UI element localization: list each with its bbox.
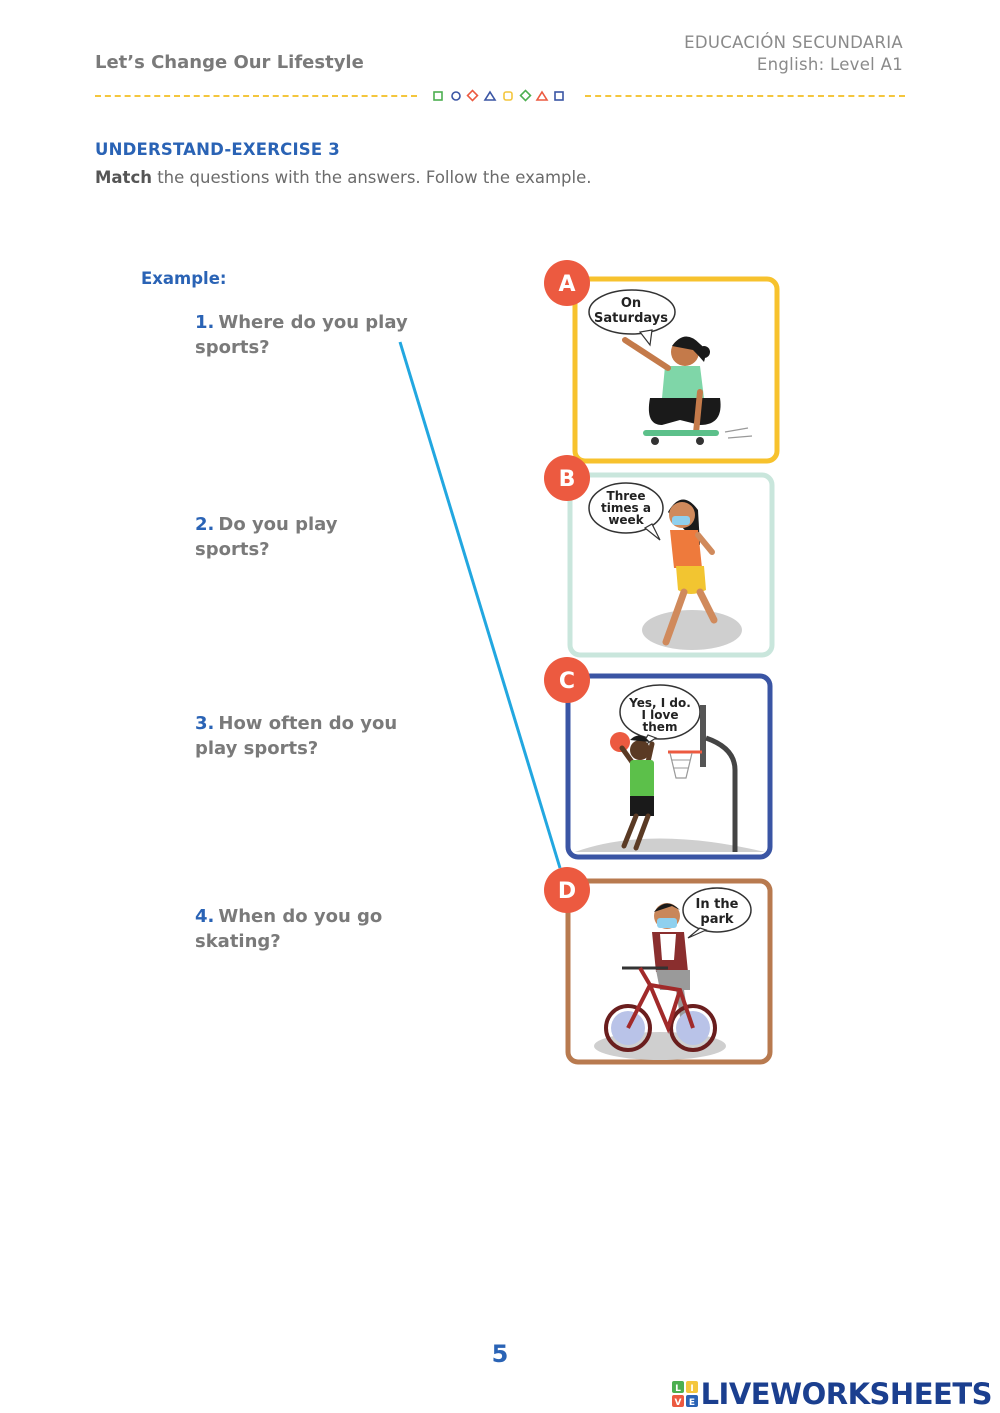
speech-bubble	[682, 887, 752, 933]
question-text-line1: Where do you play	[218, 312, 408, 333]
answer-letter: B	[559, 467, 576, 492]
question-4[interactable]: 4.When do you go skating?	[195, 904, 415, 954]
question-number: 4.	[195, 906, 215, 927]
logo-icon: L I V E	[671, 1381, 698, 1407]
answer-card-a[interactable]: On Saturdays A	[544, 260, 780, 464]
question-2[interactable]: 2.Do you play sports?	[195, 512, 415, 562]
question-text-line1: When do you go	[218, 906, 383, 927]
page-number: 5	[491, 1340, 509, 1368]
question-1[interactable]: 1.Where do you play sports?	[195, 310, 415, 360]
question-text-line2: sports?	[195, 337, 270, 358]
answer-letter: A	[558, 272, 575, 297]
worksheet-title: Let’s Change Our Lifestyle	[95, 52, 364, 73]
liveworksheets-wordmark: LIVEWORKSHEETS	[700, 1377, 993, 1411]
example-match-line[interactable]	[398, 341, 562, 869]
course-line-2: English: Level A1	[756, 55, 903, 74]
answer-card-b[interactable]: Three times a week B	[544, 455, 775, 658]
course-line-1: EDUCACIÓN SECUNDARIA	[684, 33, 903, 52]
speech-bubble	[588, 482, 664, 534]
letter-badge	[544, 260, 590, 306]
card-frame	[565, 673, 773, 860]
bubble-line: times a	[601, 501, 651, 515]
instruction-verb: Match	[95, 168, 152, 187]
letter-badge	[544, 657, 590, 703]
bubble-line: Yes, I do.	[628, 696, 691, 710]
bubble-line: In the	[696, 897, 739, 912]
logo-letter: I	[690, 1384, 693, 1394]
header-divider-right	[585, 95, 905, 97]
header-divider-left	[95, 95, 417, 97]
question-text-line2: skating?	[195, 931, 281, 952]
answer-letter: C	[559, 669, 575, 694]
logo-letter: L	[675, 1384, 681, 1394]
course-level: EDUCACIÓN SECUNDARIA English: Level A1	[684, 32, 903, 76]
bubble-line: them	[643, 720, 678, 734]
answer-card-c[interactable]: Yes, I do. I love them C	[544, 657, 773, 860]
exercise-title: UNDERSTAND-EXERCISE 3	[95, 140, 340, 159]
question-number: 1.	[195, 312, 215, 333]
bubble-line: park	[700, 912, 733, 927]
cyclist-illustration	[594, 903, 726, 1060]
decorative-shapes	[433, 89, 564, 102]
instruction-text: the questions with the answers. Follow t…	[151, 168, 592, 187]
runner-illustration	[642, 499, 742, 650]
question-text-line1: How often do you	[218, 713, 398, 734]
question-text-line2: play sports?	[195, 738, 319, 759]
basketball-illustration	[575, 705, 765, 852]
skater-illustration	[622, 336, 753, 445]
liveworksheets-logo: L I V E LIVEWORKSHEETS	[671, 1376, 993, 1412]
logo-letter: V	[674, 1398, 681, 1407]
example-label: Example:	[141, 269, 227, 288]
question-number: 2.	[195, 514, 215, 535]
bubble-line: I love	[642, 708, 679, 722]
answer-card-d[interactable]: In the park D	[544, 867, 773, 1065]
bubble-line: Saturdays	[594, 311, 668, 326]
bubble-line: week	[608, 513, 644, 527]
logo-letter: E	[689, 1398, 695, 1407]
answer-letter: D	[558, 879, 576, 904]
letter-badge	[544, 455, 590, 501]
question-number: 3.	[195, 713, 215, 734]
question-3[interactable]: 3.How often do you play sports?	[195, 711, 415, 761]
letter-badge	[544, 867, 590, 913]
exercise-instruction: Match the questions with the answers. Fo…	[95, 168, 592, 187]
bubble-line: Three	[607, 489, 646, 503]
speech-bubble	[588, 289, 676, 335]
bubble-line: On	[621, 296, 641, 311]
question-text-line2: sports?	[195, 539, 270, 560]
question-text-line1: Do you play	[218, 514, 338, 535]
